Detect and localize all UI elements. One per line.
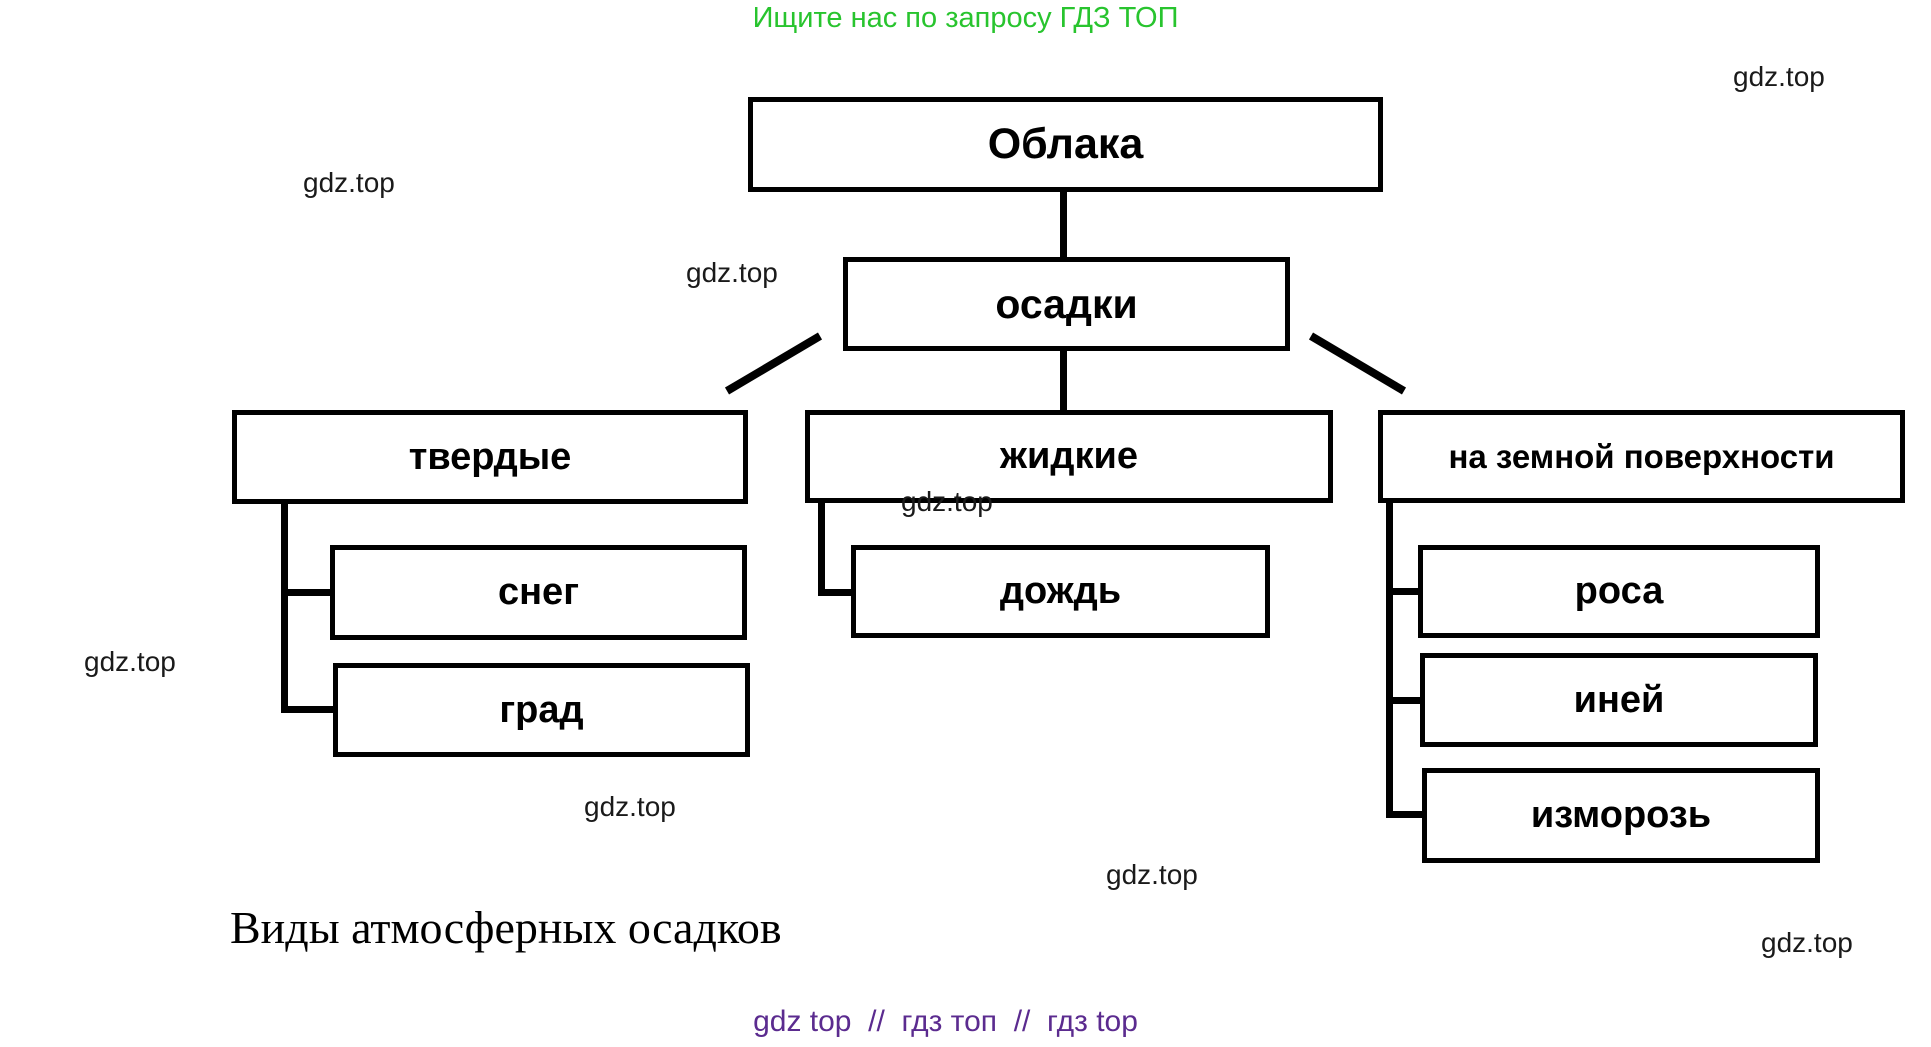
connector-stub-dew (1386, 588, 1422, 595)
node-clouds: Облака (748, 97, 1383, 192)
node-hail: град (333, 663, 750, 757)
watermark: gdz.top (84, 646, 176, 677)
watermark: gdz.top (303, 167, 395, 198)
connector-stub-hail (281, 706, 337, 713)
watermark: gdz.top (1761, 927, 1853, 958)
node-snow: снег (330, 545, 747, 640)
connector-liquid-branch-vertical (818, 501, 825, 596)
connector-surface-branch-vertical (1386, 501, 1393, 818)
node-dew: роса (1418, 545, 1820, 638)
connector-stub-rime (1386, 811, 1426, 818)
footer-text: gdz top // гдз топ // гдз top (753, 1005, 1138, 1038)
node-liquid: жидкие (805, 410, 1333, 503)
node-solid: твердые (232, 410, 748, 504)
watermark: gdz.top (1106, 859, 1198, 890)
watermark: gdz.top (1733, 61, 1825, 92)
connector-solid-branch-vertical (281, 503, 288, 713)
watermark: gdz.top (686, 257, 778, 288)
node-precipitation: осадки (843, 257, 1290, 351)
watermark: gdz.top (901, 486, 993, 517)
footer-line: gdz top // гдз топ // гдз top (0, 1003, 1931, 1041)
node-on-earth-surface: на земной поверхности (1378, 410, 1905, 503)
watermark: gdz.top (584, 791, 676, 822)
connector-clouds-precipitation (1060, 192, 1067, 258)
node-rain: дождь (851, 545, 1270, 638)
connector-stub-snow (281, 589, 334, 596)
connector-stub-rain (818, 589, 855, 596)
node-frost: иней (1420, 653, 1818, 747)
connector-precipitation-liquid (1060, 350, 1067, 412)
figure-caption: Виды атмосферных осадков (230, 902, 782, 953)
promo-banner-text: Ищите нас по запросу ГДЗ ТОП (752, 2, 1179, 34)
connector-stub-frost (1386, 697, 1424, 704)
node-rime: изморозь (1422, 768, 1820, 863)
